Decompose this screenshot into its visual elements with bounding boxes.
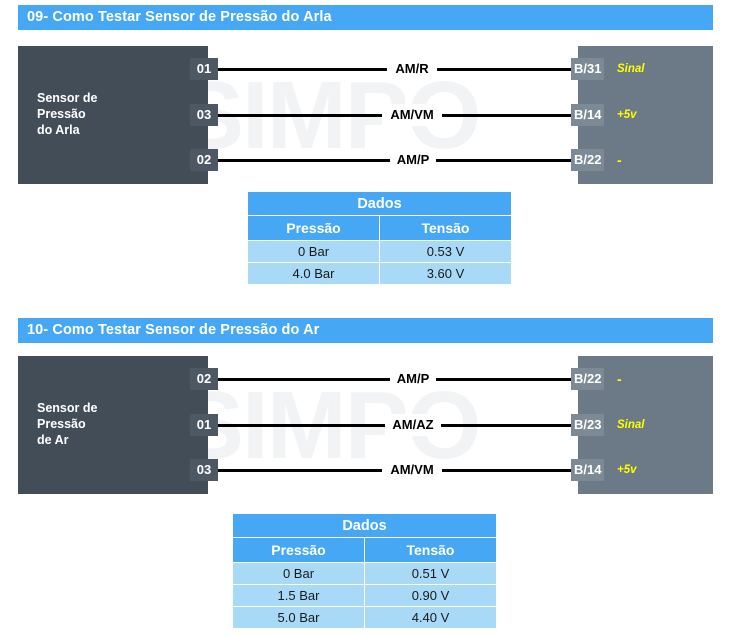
- wire-line-left: [218, 378, 390, 381]
- wire-label: AM/VM: [382, 459, 442, 481]
- connector-tab: B/22: [571, 368, 605, 390]
- table-column-header: Tensão: [379, 215, 511, 241]
- wire-label: AM/R: [387, 58, 437, 80]
- wire-row: 03 AM/VM B/14 +5v: [190, 104, 730, 126]
- table-title: Dados: [248, 192, 511, 216]
- function-label: -: [617, 152, 622, 168]
- pin-tab: 01: [190, 414, 218, 436]
- sensor-box-ar: Sensor de Pressão de Ar: [18, 356, 208, 494]
- sensor-box-label: Sensor de Pressão do Arla: [37, 91, 98, 137]
- pin-tab: 02: [190, 368, 218, 390]
- table-row: 0 Bar 0.51 V: [233, 562, 496, 585]
- connector-tab: B/14: [571, 104, 605, 126]
- table-cell-pressure: 1.5 Bar: [233, 584, 365, 607]
- wire-line-left: [218, 114, 382, 117]
- table-column-header: Pressão: [233, 537, 365, 563]
- table-cell-pressure: 5.0 Bar: [233, 606, 365, 628]
- connector-tab: B/31: [571, 58, 605, 80]
- wire-line-left: [218, 424, 385, 427]
- table-cell-pressure: 0 Bar: [233, 562, 365, 585]
- wire-row: 01 AM/AZ B/23 Sinal: [190, 414, 730, 436]
- table-cell-voltage: 3.60 V: [379, 262, 511, 284]
- wire-label: AM/AZ: [385, 414, 441, 436]
- table-column-header: Pressão: [248, 215, 380, 241]
- table-cell-voltage: 4.40 V: [364, 606, 496, 628]
- wire-line-right: [436, 378, 571, 381]
- connector-tab: B/14: [571, 459, 605, 481]
- wire-label: AM/P: [390, 368, 436, 390]
- diagram-sensor-arla: SIMPO Sensor de Pressão do Arla 01 AM/R …: [0, 46, 731, 186]
- function-label: +5v: [617, 109, 637, 121]
- data-table-ar: Dados Pressão Tensão 0 Bar 0.51 V 1.5 Ba…: [233, 514, 496, 628]
- table-cell-pressure: 4.0 Bar: [248, 262, 380, 284]
- wire-label: AM/VM: [382, 104, 442, 126]
- pin-tab: 02: [190, 149, 218, 171]
- table-row: 0 Bar 0.53 V: [248, 240, 511, 263]
- section-header-09: 09- Como Testar Sensor de Pressão do Arl…: [18, 5, 713, 30]
- function-label: -: [617, 371, 622, 387]
- pin-tab: 03: [190, 459, 218, 481]
- wire-line-right: [436, 159, 571, 162]
- diagram-sensor-ar: SIMPO Sensor de Pressão de Ar 02 AM/P B/…: [0, 356, 731, 496]
- function-label: Sinal: [617, 419, 645, 431]
- section-header-10: 10- Como Testar Sensor de Pressão do Ar: [18, 318, 713, 343]
- table-row: 5.0 Bar 4.40 V: [233, 606, 496, 628]
- table-cell-voltage: 0.53 V: [379, 240, 511, 263]
- table-title: Dados: [233, 514, 496, 538]
- data-table-arla: Dados Pressão Tensão 0 Bar 0.53 V 4.0 Ba…: [248, 192, 511, 284]
- table-row: 1.5 Bar 0.90 V: [233, 584, 496, 607]
- table-cell-pressure: 0 Bar: [248, 240, 380, 263]
- wire-row: 01 AM/R B/31 Sinal: [190, 58, 730, 80]
- table-cell-voltage: 0.90 V: [364, 584, 496, 607]
- wire-line-left: [218, 469, 382, 472]
- sensor-box-label: Sensor de Pressão de Ar: [37, 401, 98, 447]
- table-row: 4.0 Bar 3.60 V: [248, 262, 511, 284]
- pin-tab: 01: [190, 58, 218, 80]
- sensor-box-arla: Sensor de Pressão do Arla: [18, 46, 208, 184]
- connector-tab: B/23: [571, 414, 605, 436]
- wire-line-left: [218, 159, 390, 162]
- pin-tab: 03: [190, 104, 218, 126]
- function-label: +5v: [617, 464, 637, 476]
- wire-label: AM/P: [390, 149, 436, 171]
- wire-line-right: [442, 469, 571, 472]
- table-column-header: Tensão: [364, 537, 496, 563]
- wire-line-left: [218, 68, 387, 71]
- wire-row: 02 AM/P B/22 -: [190, 368, 730, 390]
- wire-row: 02 AM/P B/22 -: [190, 149, 730, 171]
- connector-tab: B/22: [571, 149, 605, 171]
- table-cell-voltage: 0.51 V: [364, 562, 496, 585]
- wire-line-right: [437, 68, 571, 71]
- wire-row: 03 AM/VM B/14 +5v: [190, 459, 730, 481]
- wire-line-right: [442, 114, 571, 117]
- function-label: Sinal: [617, 63, 645, 75]
- wire-line-right: [441, 424, 571, 427]
